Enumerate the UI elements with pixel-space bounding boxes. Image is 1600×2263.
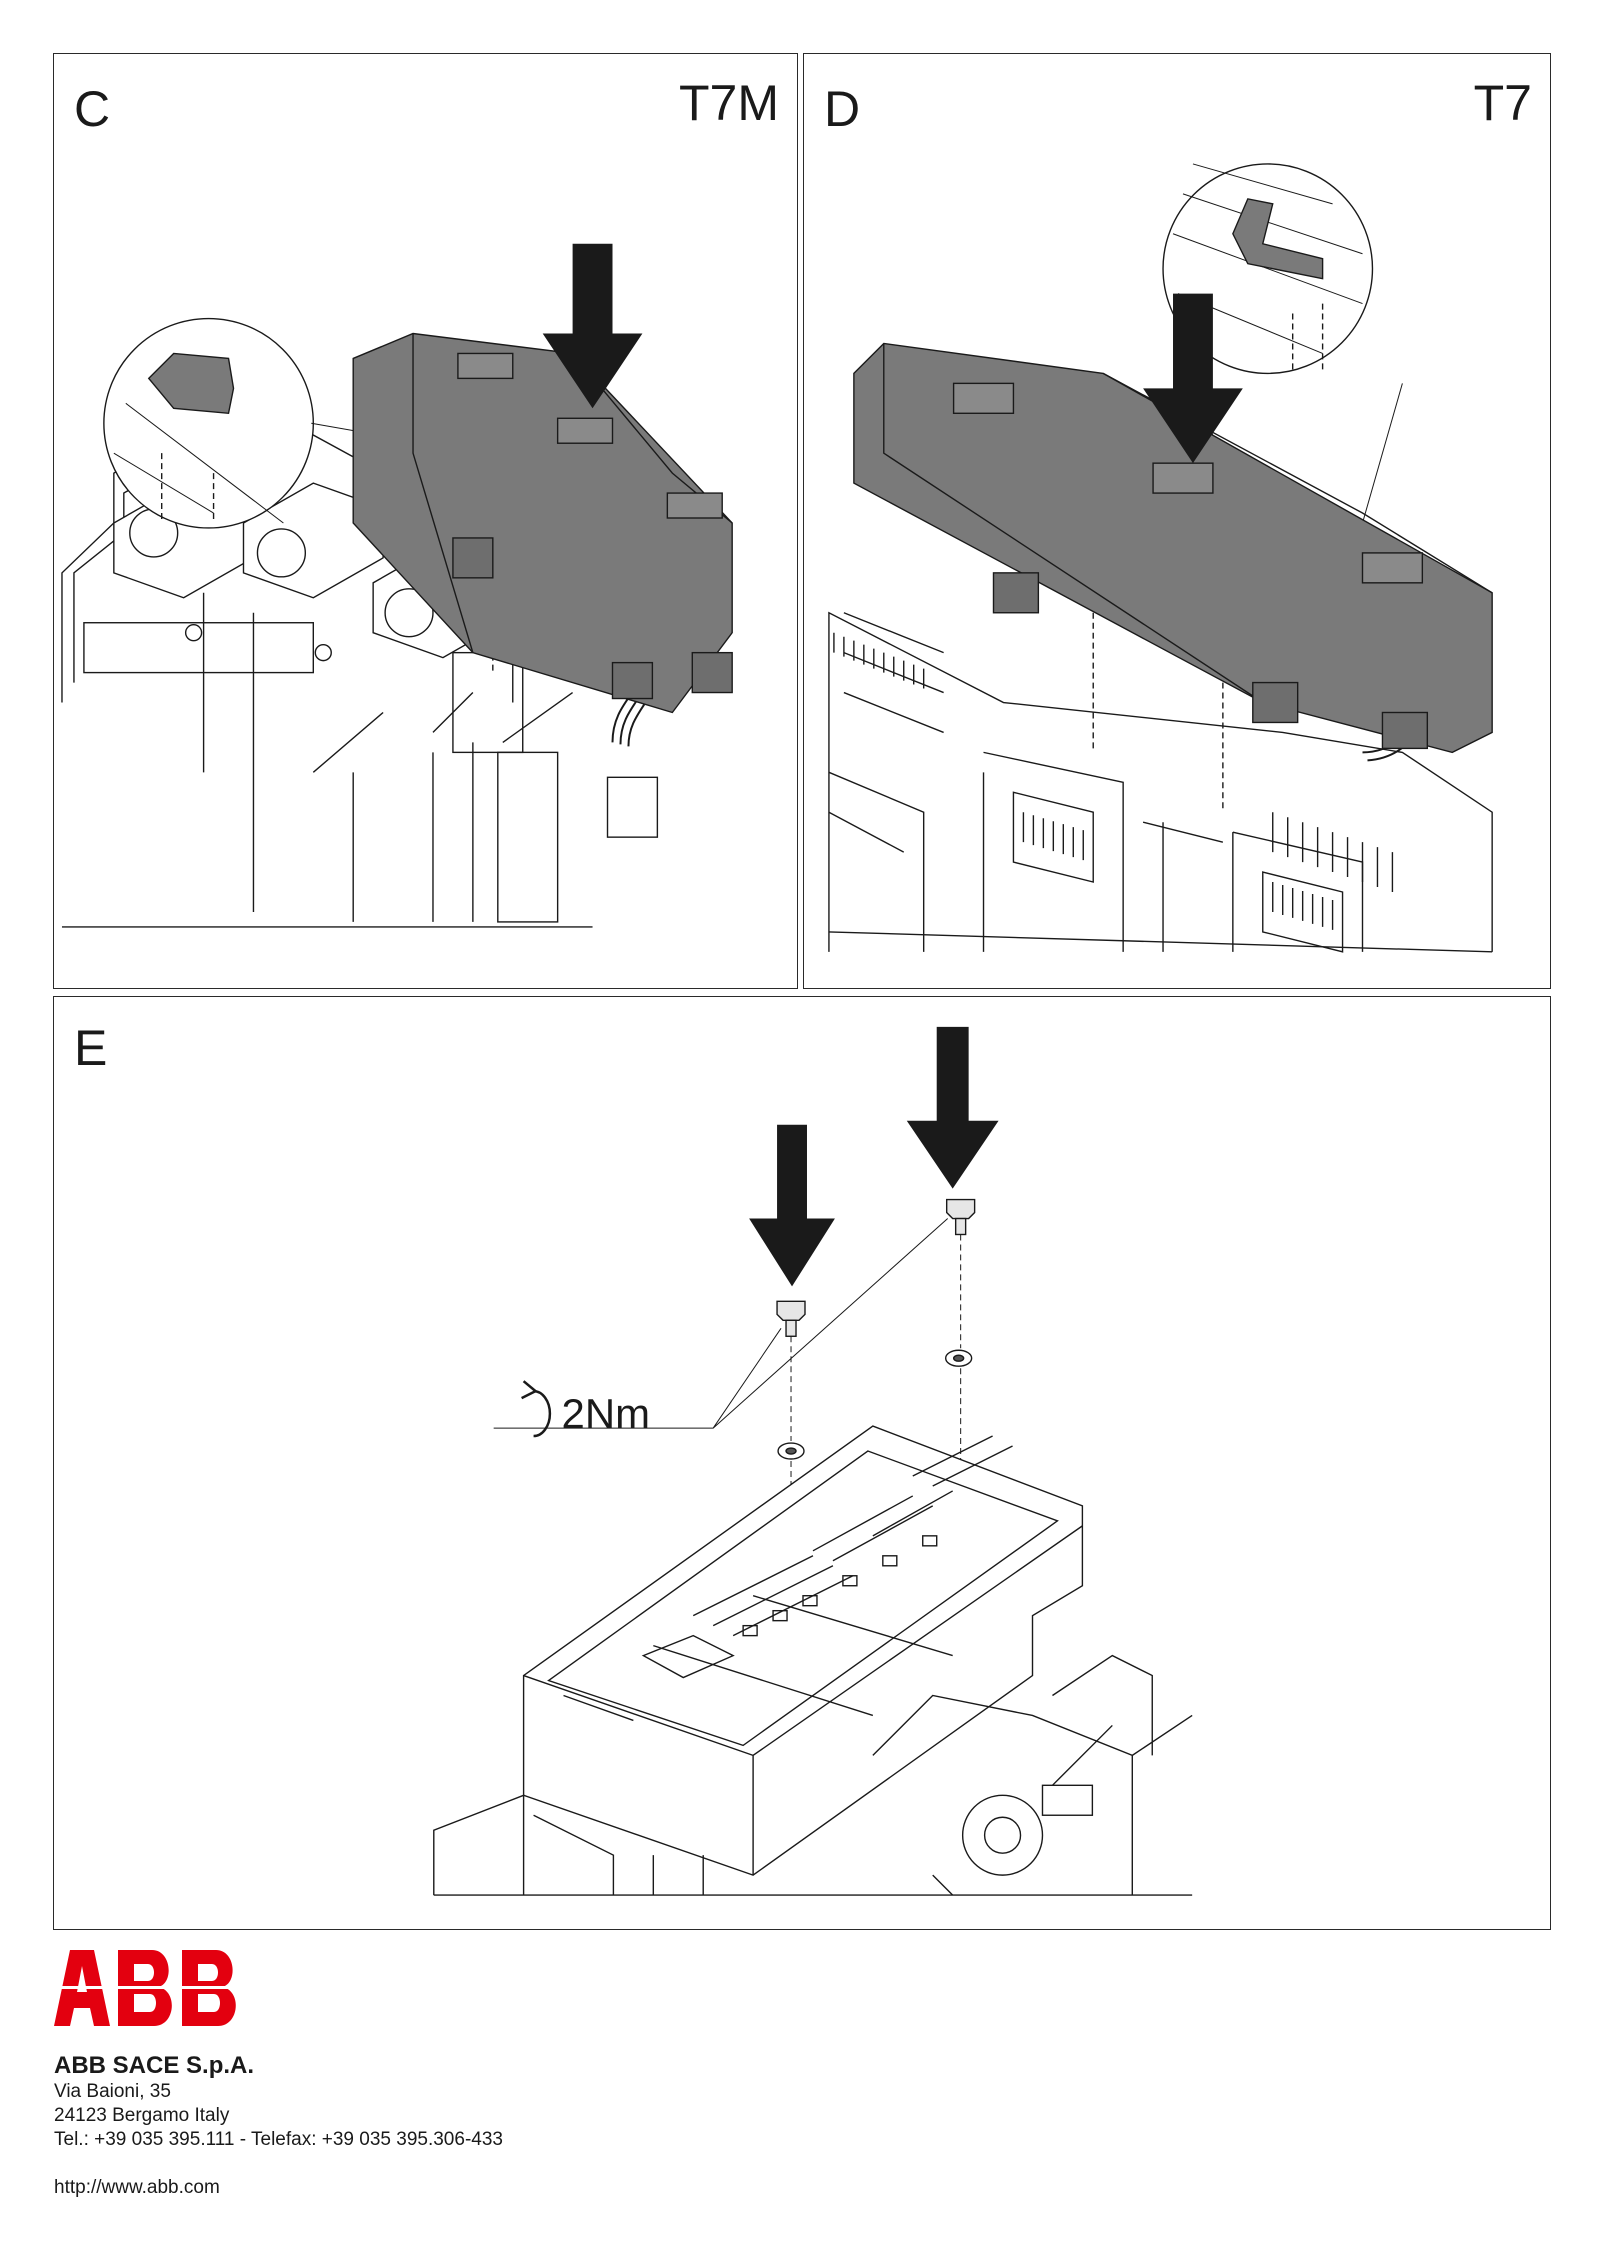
panel-d: D T7 — [803, 53, 1551, 989]
panel-e-illustration: 2Nm — [433, 1026, 1193, 1896]
panel-e: E — [53, 996, 1551, 1930]
arrow-left — [749, 1124, 835, 1287]
abb-logo — [54, 1950, 244, 2026]
address-street: Via Baioni, 35 — [54, 2081, 171, 2102]
panel-d-label: D — [824, 81, 861, 137]
panel-d-model: T7 — [1473, 75, 1532, 131]
website-link[interactable]: http://www.abb.com — [54, 2177, 220, 2198]
panel-c-illustration — [61, 243, 733, 928]
panel-c-model: T7M — [679, 75, 779, 131]
panel-c: C T7M — [53, 53, 798, 989]
footer — [54, 1950, 854, 2030]
contact-phone: Tel.: +39 035 395.111 - Telefax: +39 035… — [54, 2129, 503, 2150]
panel-e-label: E — [74, 1020, 108, 1076]
torque-value: 2Nm — [562, 1390, 650, 1437]
panel-d-illustration — [828, 163, 1493, 953]
panel-c-label: C — [74, 81, 111, 137]
company-name: ABB SACE S.p.A. — [54, 2052, 255, 2079]
arrow-right — [906, 1026, 999, 1189]
address-city: 24123 Bergamo Italy — [54, 2105, 230, 2126]
